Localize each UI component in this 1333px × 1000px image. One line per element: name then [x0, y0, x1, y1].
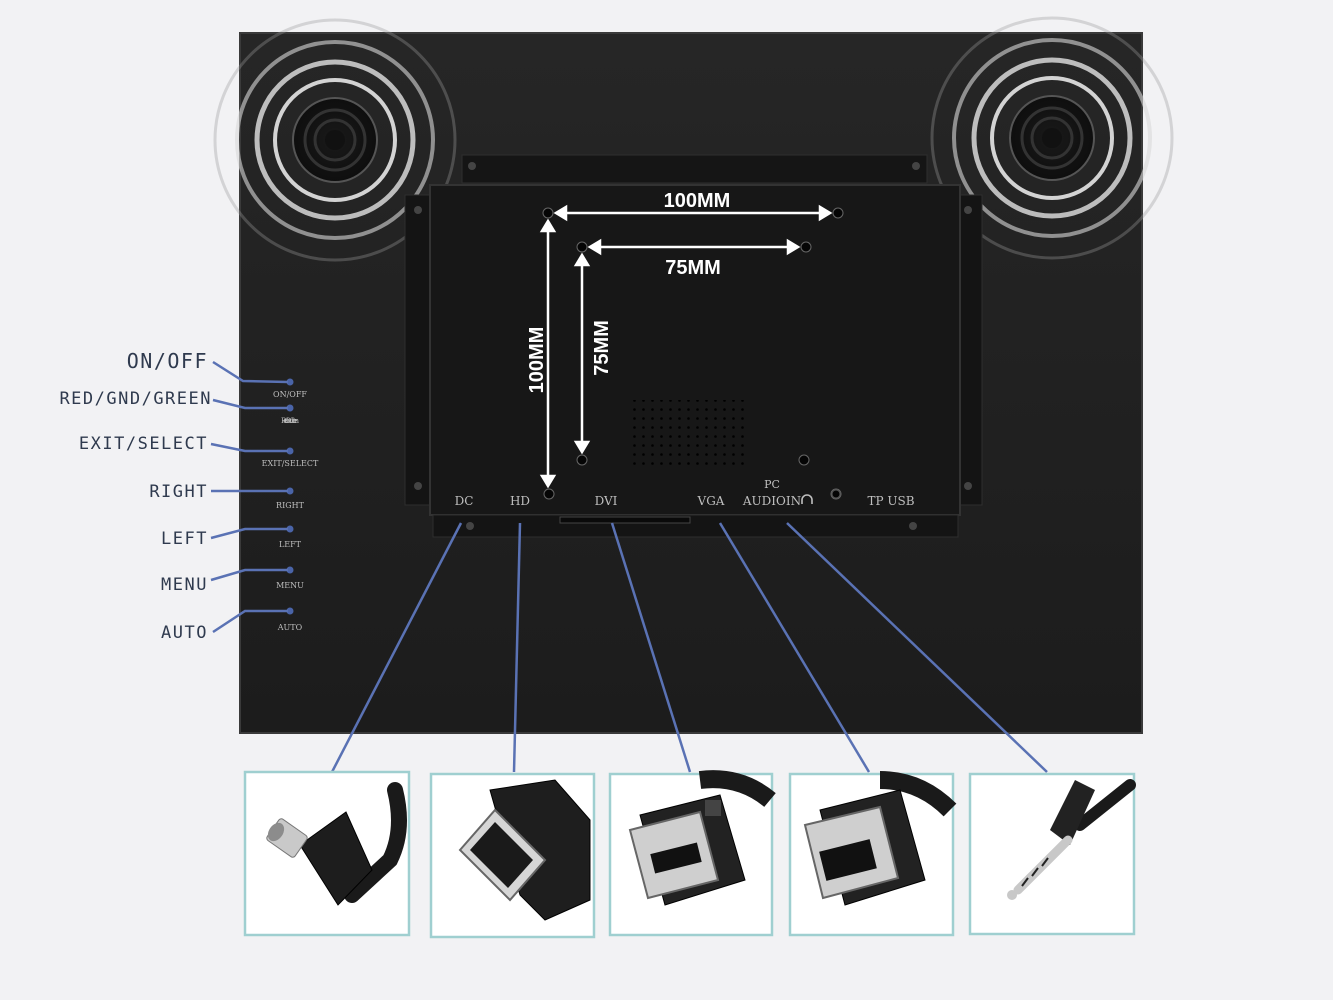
button-label-left: LEFT [279, 540, 302, 549]
port-label-pc: PC [764, 478, 780, 491]
connector-dvi [608, 770, 776, 937]
port-label-dvi: DVI [595, 494, 618, 508]
button-dot-left[interactable] [286, 525, 294, 533]
callout-exit-select: EXIT/SELECT [79, 434, 208, 454]
button-dot-exit-select[interactable] [286, 447, 294, 455]
button-label-auto: AUTO [277, 623, 303, 632]
button-callout-lines [210, 360, 289, 634]
button-label-exit-select: EXIT/SELECT [262, 459, 319, 468]
connector-audio-jack [968, 772, 1136, 936]
port-label-tp-usb: TP USB [867, 494, 914, 508]
inner-height-label: 75MM [591, 320, 613, 376]
port-slot [559, 516, 691, 524]
port-label-dc: DC [455, 494, 474, 508]
outer-height-label: 100MM [526, 327, 548, 394]
dimension-arrows [539, 204, 833, 489]
vesa-mount-plate [404, 154, 983, 538]
headphone-icon [801, 494, 813, 504]
connector-dc [243, 770, 411, 937]
connector-vga [788, 771, 957, 937]
callout-menu: MENU [161, 575, 208, 595]
port-labels: DC HD DVI VGA PC AUDIOIN TP USB [455, 478, 915, 524]
button-label-on-off: ON/OFF [273, 390, 307, 399]
connector-hdmi [429, 772, 596, 939]
left-speaker [213, 18, 457, 262]
button-label-menu: MENU [276, 581, 304, 590]
button-dot-red-gnd-green[interactable] [286, 404, 294, 412]
side-button-column: ON/OFF Red Gnd Green EXIT/SELECT RIGHT L… [262, 378, 319, 632]
port-label-vga: VGA [697, 494, 725, 508]
callout-auto: AUTO [161, 623, 208, 643]
button-label-red-gnd-green: Red Gnd Green [281, 417, 299, 425]
button-dot-on-off[interactable] [286, 378, 294, 386]
outer-width-label: 100MM [664, 190, 731, 212]
button-dot-auto[interactable] [286, 607, 294, 615]
port-label-audio-in: AUDIOIN [742, 494, 801, 508]
callout-red-gnd-green: RED/GND/GREEN [59, 389, 212, 409]
button-dot-right[interactable] [286, 487, 294, 495]
callout-on-off: ON/OFF [127, 349, 208, 373]
button-dot-menu[interactable] [286, 566, 294, 574]
button-label-right: RIGHT [276, 501, 305, 510]
callout-left: LEFT [161, 529, 208, 549]
right-speaker [930, 16, 1174, 260]
port-label-hd: HD [510, 494, 530, 508]
callout-right: RIGHT [149, 482, 208, 502]
inner-width-label: 75MM [665, 257, 721, 279]
port-callout-lines [330, 522, 1048, 773]
